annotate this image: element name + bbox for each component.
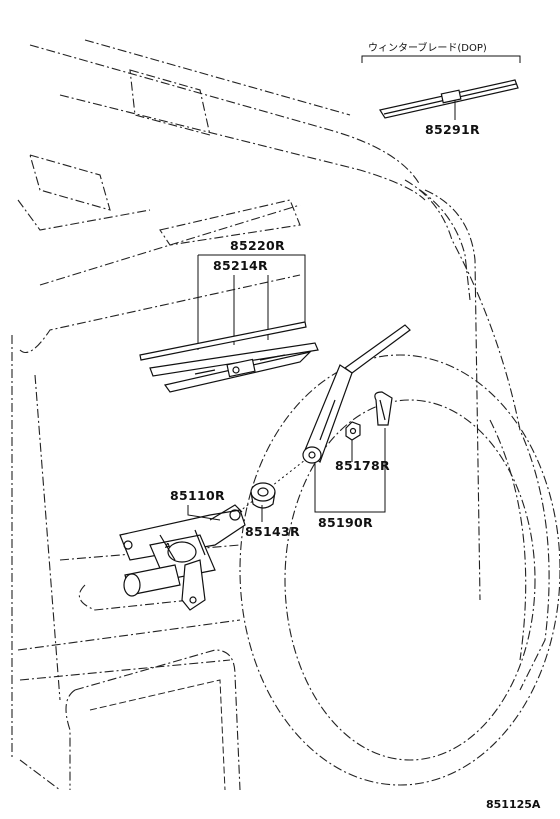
blade-refill-part <box>139 321 307 361</box>
part-label-85220R[interactable]: 85220R <box>230 238 285 253</box>
part-label-85143R[interactable]: 85143R <box>245 524 300 539</box>
wiper-blade-part <box>149 342 319 393</box>
wiper-motor-assembly: A <box>119 504 246 611</box>
part-label-85190R[interactable]: 85190R <box>318 515 373 530</box>
part-label-85214R[interactable]: 85214R <box>213 258 268 273</box>
wiper-blade-group: 85220R 85214R <box>139 238 319 393</box>
winter-blade-title: ウィンターブレード(DOP) <box>368 41 487 54</box>
spare-tire-outline <box>239 354 560 786</box>
vehicle-body-outline <box>11 39 550 791</box>
part-label-85110R[interactable]: 85110R <box>170 488 225 503</box>
winter-blade-part <box>379 79 519 119</box>
nut-part <box>345 421 361 441</box>
part-label-85178R[interactable]: 85178R <box>335 458 390 473</box>
arm-cap-part <box>374 391 393 426</box>
motor-mark: A <box>165 542 171 550</box>
winter-blade-group: ウィンターブレード(DOP) 85291R <box>361 41 521 137</box>
wiper-arm-part <box>302 324 411 464</box>
part-label-85291R[interactable]: 85291R <box>425 122 480 137</box>
diagram-reference-number: 851125A <box>486 798 541 811</box>
grommet-part <box>250 482 276 509</box>
